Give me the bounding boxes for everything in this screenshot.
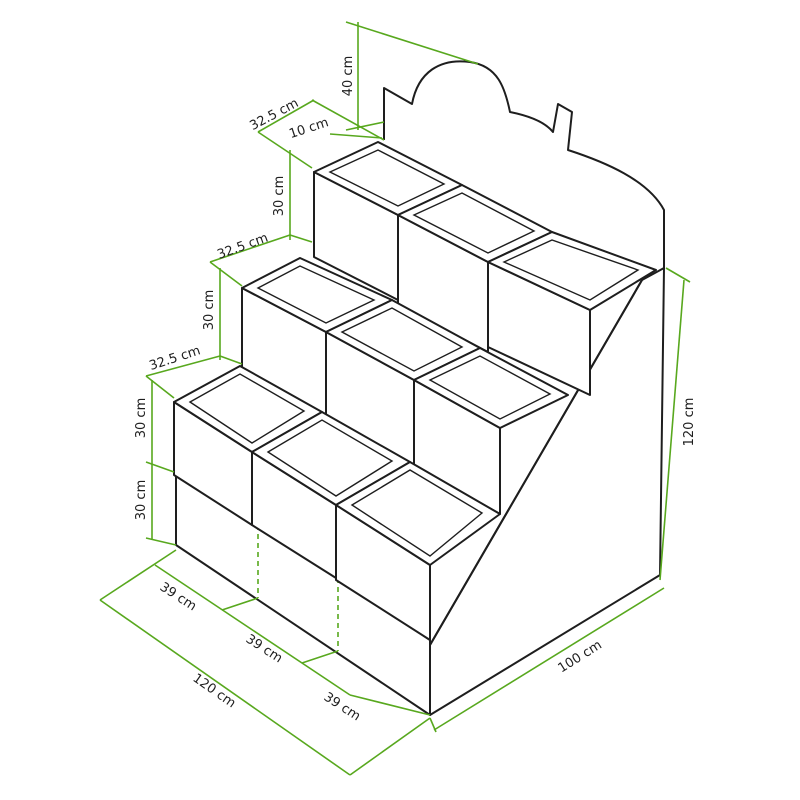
- dim-tier1-ext: [219, 355, 243, 365]
- label-tier1-height: 30 cm: [134, 398, 149, 439]
- dim-base-bottom: [145, 537, 177, 546]
- label-total-height: 120 cm: [682, 398, 697, 447]
- dim-header-ext-top: [345, 21, 479, 65]
- dim-top-ext: [311, 99, 385, 141]
- label-header-offset: 10 cm: [287, 115, 330, 142]
- dim-column-line: [154, 564, 351, 696]
- bin-front-3: [335, 461, 501, 641]
- label-column-width-3: 39 cm: [321, 690, 363, 725]
- dim-total-width-ext: [349, 717, 431, 776]
- dim-tier1-top: [145, 375, 175, 399]
- dim-col-tick-3: [349, 694, 431, 716]
- dim-tier2-depth-line: [209, 234, 291, 263]
- bin-top-2: [397, 184, 553, 353]
- dim-top-depth-line: [257, 99, 315, 133]
- dim-tier3-top: [257, 131, 313, 169]
- dim-total-height-top: [665, 267, 691, 283]
- label-column-width-1: 39 cm: [157, 580, 199, 615]
- dim-header-ext-bottom: [345, 121, 385, 131]
- dim-tier2-top: [209, 261, 243, 287]
- dim-tier1-depth-line: [145, 355, 221, 377]
- dim-col-tick-1: [221, 597, 259, 611]
- side-panel-slope: [429, 279, 643, 646]
- dim-total-height-line: [659, 279, 685, 581]
- bin-front-2: [251, 411, 411, 579]
- label-header-height: 40 cm: [341, 56, 356, 97]
- bin-top-3: [487, 231, 657, 396]
- dim-depth-line: [433, 587, 665, 731]
- label-tier3-height: 30 cm: [272, 176, 287, 217]
- bin-mid-3: [413, 347, 569, 515]
- dim-offset-line: [329, 133, 383, 139]
- label-tier2-height: 30 cm: [202, 290, 217, 331]
- dim-tier2-ext: [289, 234, 313, 243]
- label-tier2-depth: 32.5 cm: [215, 231, 270, 263]
- dim-depth-ext-left: [429, 717, 437, 733]
- label-tier1-depth: 32.5 cm: [147, 343, 202, 374]
- header-board-outline: [383, 60, 665, 268]
- label-total-depth: 100 cm: [555, 638, 604, 677]
- dim-width-ext-left: [99, 549, 177, 601]
- label-base-height: 30 cm: [134, 480, 149, 521]
- dim-base-top: [145, 461, 175, 473]
- dim-col-tick-2: [301, 650, 339, 664]
- bin-mid-2: [325, 299, 481, 467]
- dim-total-width-line: [99, 599, 351, 776]
